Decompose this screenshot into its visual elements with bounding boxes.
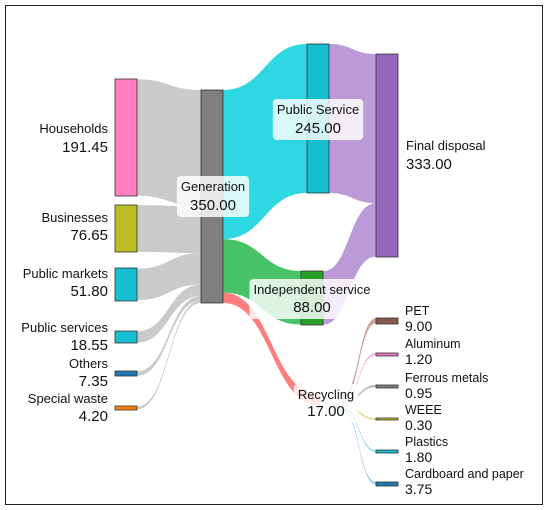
- node-households: [114, 78, 138, 197]
- node-value-pet: 9.00: [405, 318, 432, 334]
- node-name-final_disposal: Final disposal: [406, 138, 486, 153]
- node-name-public_service: Public Service: [277, 102, 359, 117]
- node-name-businesses: Businesses: [42, 210, 109, 225]
- node-value-others: 7.35: [79, 373, 108, 390]
- link-special_waste-to-generation: [137, 300, 201, 410]
- link-recycling-to-pet: [342, 318, 376, 401]
- link-households-to-generation: [137, 79, 201, 207]
- node-name-recycling: Recycling: [298, 387, 354, 402]
- node-name-plastics: Plastics: [405, 435, 448, 449]
- label-background-independent_service: [249, 279, 375, 319]
- node-value-public_services: 18.55: [70, 337, 108, 354]
- label-households: Households 191.45: [39, 121, 108, 156]
- node-value-final_disposal: 333.00: [406, 156, 452, 173]
- label-others: Others 7.35: [69, 356, 109, 390]
- node-cardboard: [375, 481, 399, 487]
- node-value-public_markets: 51.80: [70, 283, 108, 300]
- node-pet: [375, 317, 399, 325]
- node-special_waste: [114, 405, 138, 411]
- node-public_services: [114, 330, 138, 344]
- link-public_markets-to-generation: [137, 253, 201, 301]
- node-aluminum: [375, 352, 399, 357]
- node-name-others: Others: [69, 356, 109, 371]
- node-name-weee: WEEE: [405, 403, 442, 417]
- label-generation: Generation 350.00: [176, 176, 250, 217]
- label-background-generation: [176, 176, 250, 217]
- label-independent_service: Independent service 88.00: [249, 279, 375, 319]
- node-final_disposal: [375, 53, 399, 258]
- node-value-ferrous_metals: 0.95: [405, 385, 432, 401]
- node-public_markets: [114, 267, 138, 302]
- node-value-public_service: 245.00: [295, 120, 341, 137]
- node-weee: [375, 417, 399, 421]
- node-value-plastics: 1.80: [405, 449, 432, 465]
- label-background-public_service: [272, 99, 364, 140]
- node-value-aluminum: 1.20: [405, 351, 432, 367]
- node-name-households: Households: [39, 121, 108, 136]
- label-final_disposal: Final disposal 333.00: [406, 138, 486, 173]
- node-value-businesses: 76.65: [70, 227, 108, 244]
- node-name-special_waste: Special waste: [28, 391, 108, 406]
- node-name-cardboard: Cardboard and paper: [405, 467, 524, 481]
- node-plastics: [375, 449, 399, 454]
- link-recycling-to-weee: [342, 404, 376, 420]
- link-public_services-to-generation: [137, 284, 201, 343]
- node-value-recycling: 17.00: [307, 403, 345, 420]
- node-value-households: 191.45: [62, 139, 108, 156]
- node-ferrous_metals: [375, 384, 399, 389]
- link-businesses-to-generation: [137, 205, 201, 254]
- label-public_service: Public Service 245.00: [272, 99, 364, 140]
- node-value-independent_service: 88.00: [293, 299, 331, 316]
- link-recycling-to-ferrous_metals: [342, 385, 376, 405]
- label-public_markets: Public markets 51.80: [23, 266, 109, 300]
- node-value-weee: 0.30: [405, 417, 432, 433]
- node-name-public_services: Public services: [21, 320, 108, 335]
- label-businesses: Businesses 76.65: [42, 210, 109, 244]
- node-businesses: [114, 204, 138, 253]
- label-background-recycling: [293, 384, 359, 423]
- link-recycling-to-aluminum: [342, 353, 376, 403]
- node-name-generation: Generation: [181, 179, 245, 194]
- link-others-to-generation: [137, 295, 201, 376]
- node-value-generation: 350.00: [190, 197, 236, 214]
- node-name-public_markets: Public markets: [23, 266, 109, 281]
- node-name-ferrous_metals: Ferrous metals: [405, 371, 488, 385]
- link-recycling-to-cardboard: [342, 408, 376, 485]
- node-value-cardboard: 3.75: [405, 481, 432, 497]
- node-value-special_waste: 4.20: [79, 408, 108, 425]
- label-special_waste: Special waste 4.20: [28, 391, 108, 425]
- link-generation-to-recycling: [223, 292, 320, 406]
- link-recycling-to-plastics: [342, 406, 376, 452]
- node-name-independent_service: Independent service: [253, 282, 370, 297]
- node-others: [114, 370, 138, 377]
- node-name-pet: PET: [405, 304, 430, 318]
- label-public_services: Public services 18.55: [21, 320, 108, 354]
- node-name-aluminum: Aluminum: [405, 337, 461, 351]
